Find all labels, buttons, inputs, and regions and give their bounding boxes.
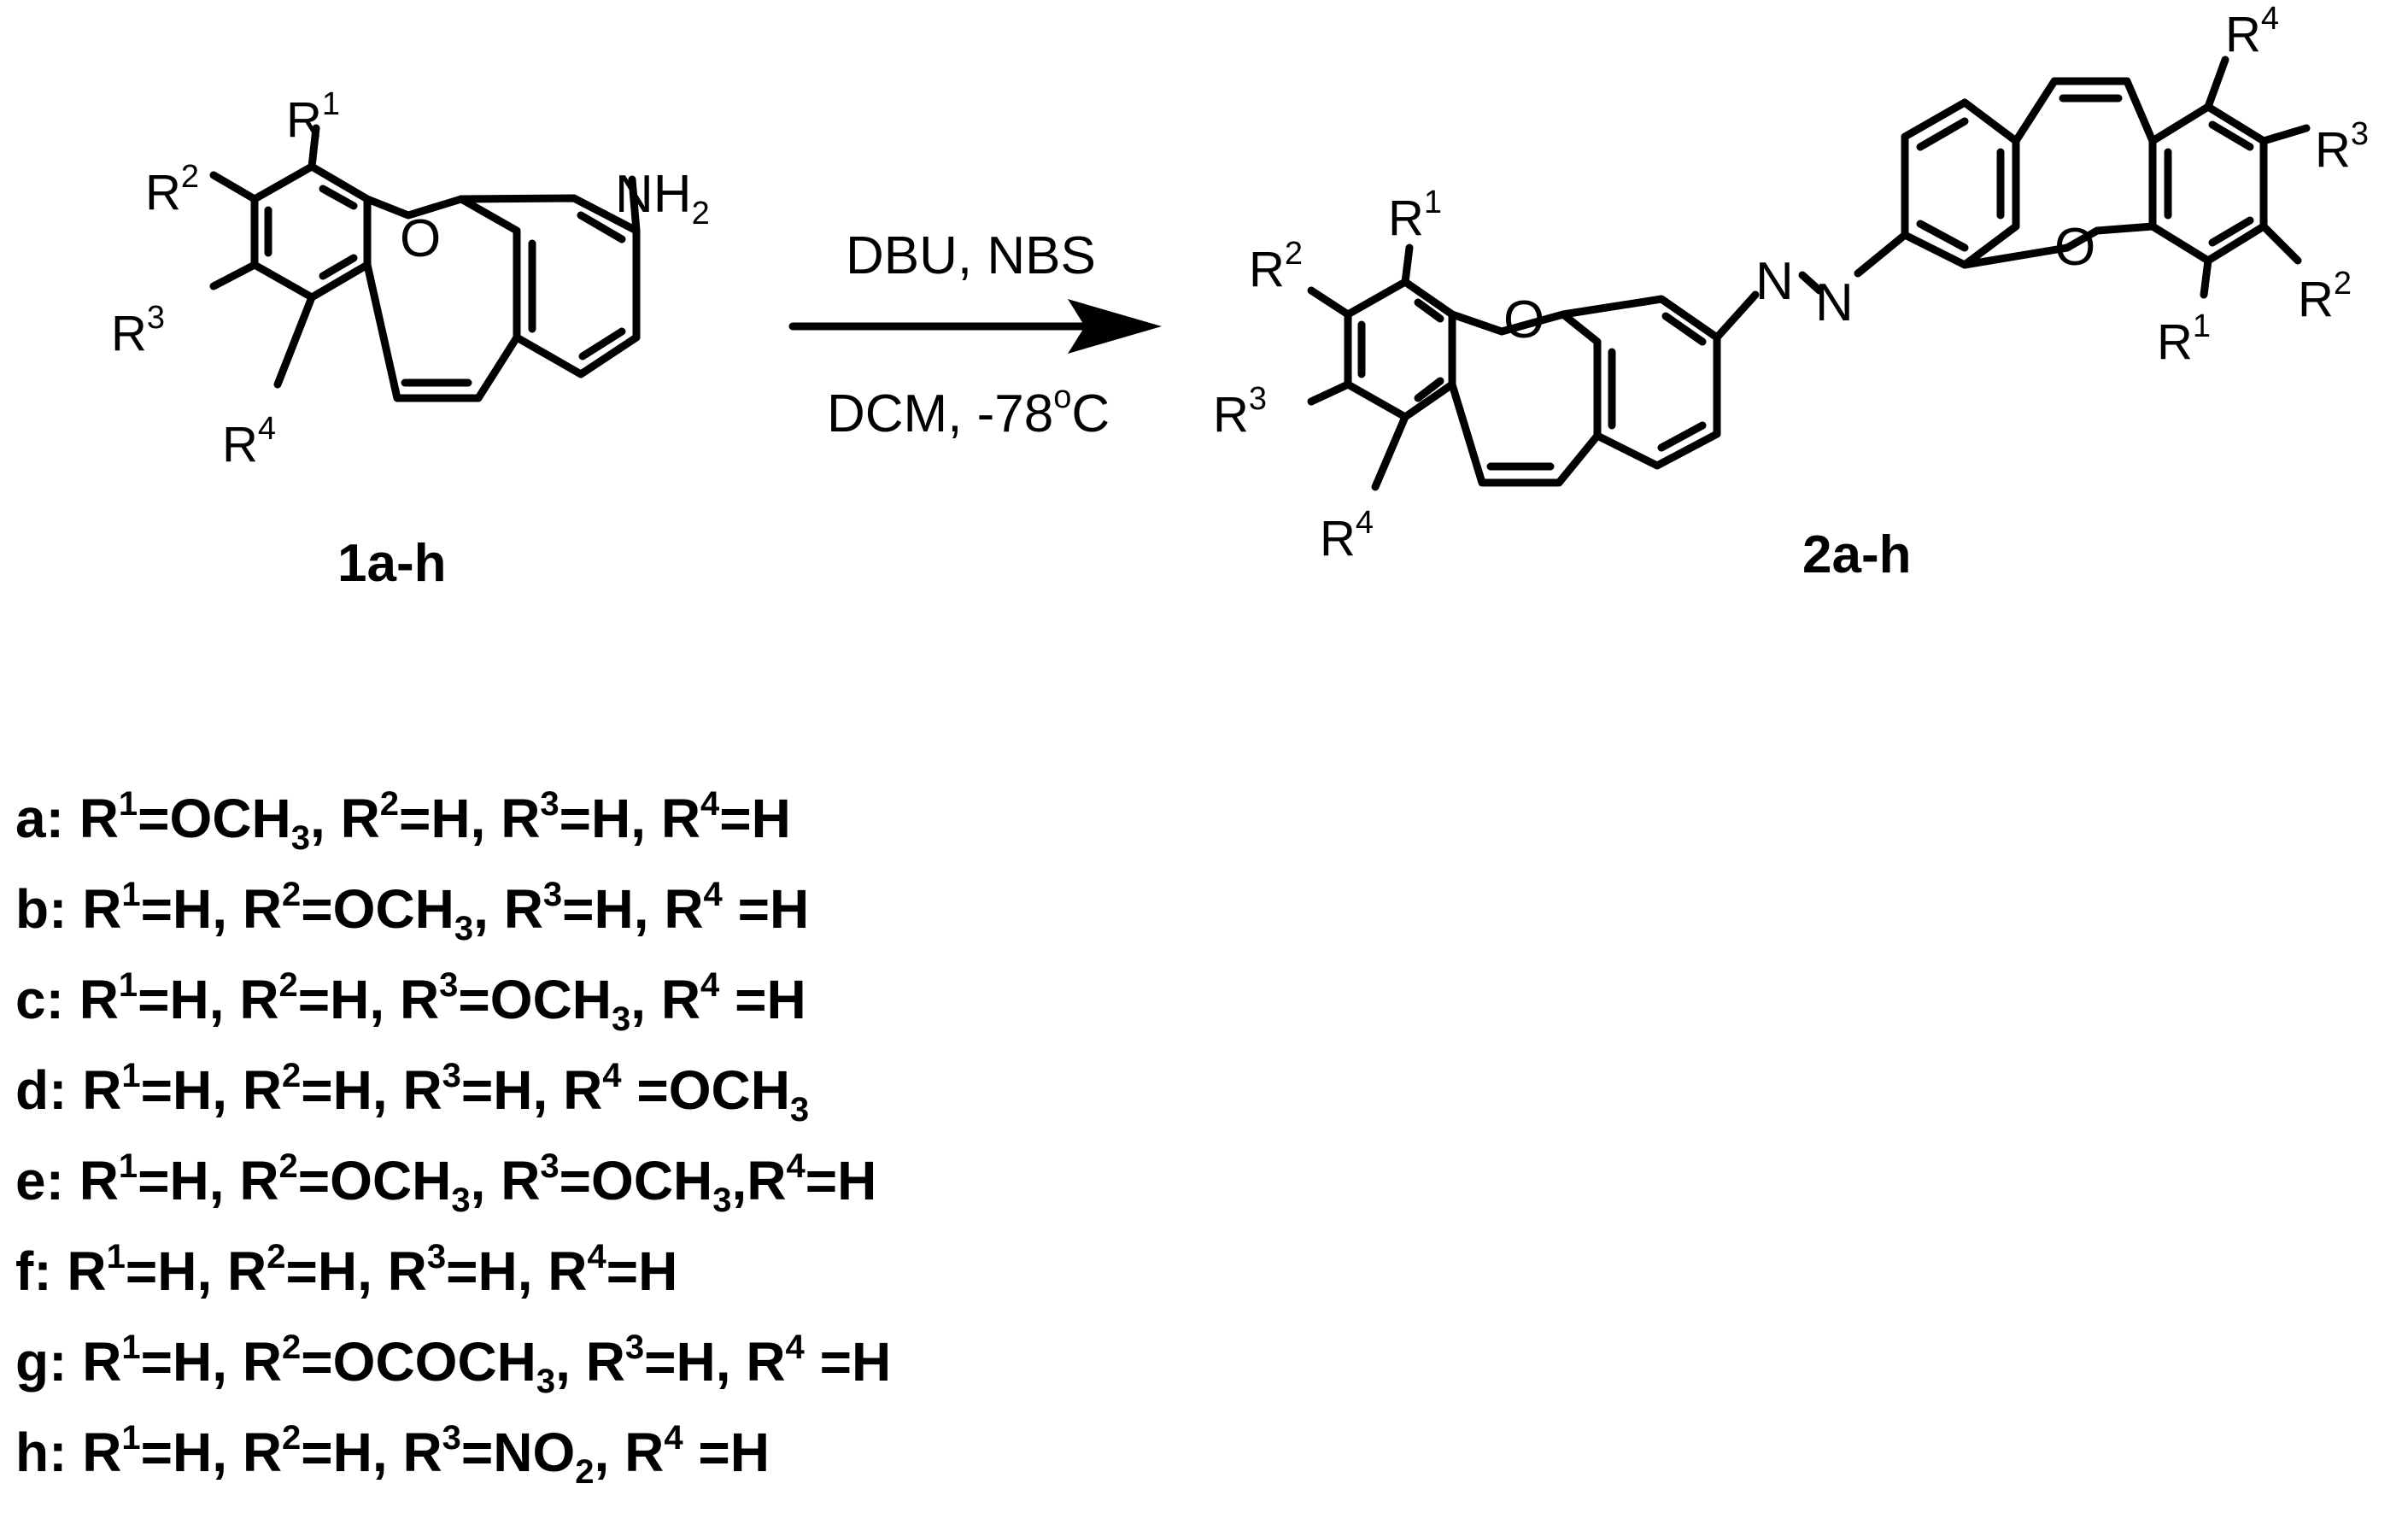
substituent-row-c: c: R1=H, R2=H, R3=OCH3, R4 =H — [15, 966, 806, 1038]
product-left-inner-double-3 — [1661, 312, 1707, 346]
product-right-r2-bond — [2259, 222, 2302, 265]
product-right-oxygen-atom: O — [2054, 218, 2095, 277]
product-left-r1-label: R1 — [1388, 185, 1442, 246]
start-r4-bond — [273, 293, 316, 389]
start-oxepine-bonds — [363, 195, 466, 220]
product-left-oxepine — [1448, 310, 1567, 336]
product-right-outer-double-2 — [2208, 120, 2254, 151]
product-left-r2-label: R2 — [1249, 236, 1303, 297]
product-right-vinyl — [2012, 77, 2157, 145]
product-left-ring-double-1 — [1414, 298, 1444, 323]
reagents-top: DBU, NBS — [846, 226, 1096, 285]
start-r3-bond — [209, 261, 259, 290]
start-amine-bond — [628, 175, 641, 235]
start-amine-label: NH2 — [615, 165, 710, 232]
start-compound-label: 1a-h — [337, 534, 446, 593]
product-left-r4-label: R4 — [1320, 505, 1374, 566]
start-r1-label: R1 — [286, 86, 340, 148]
product-left-inner-ring — [1559, 295, 1721, 470]
product-left-vinyl — [1448, 380, 1602, 487]
substituent-row-h: h: R1=H, R2=H, R3=NO2, R4 =H — [15, 1419, 770, 1491]
substituent-list: a: R1=OCH3, R2=H, R3=H, R4=H b: R1=H, R2… — [15, 773, 891, 1498]
azo-nitrogen-1: N — [1755, 252, 1794, 311]
substituent-row-a: a: R1=OCH3, R2=H, R3=H, R4=H — [15, 785, 791, 857]
start-r4-label: R4 — [222, 411, 276, 472]
product-right-r1-bond — [2200, 256, 2212, 299]
start-r3-label: R3 — [111, 300, 165, 361]
reaction-arrow-group: DBU, NBS DCM, -78oC — [788, 226, 1162, 443]
azo-double-bond — [1798, 271, 1824, 295]
azo-nitrogen-2: N — [1815, 273, 1854, 332]
product-right-r4-bond — [2204, 56, 2229, 111]
substituent-row-g: g: R1=H, R2=OCOCH3, R3=H, R4 =H — [15, 1328, 892, 1400]
product-right-r4-label: R4 — [2225, 1, 2279, 62]
azo-bond-left — [1713, 290, 1760, 342]
start-oxygen-atom: O — [400, 209, 441, 268]
product-right-outer-double-3 — [2208, 216, 2254, 247]
substituent-row-e: e: R1=H, R2=OCH3, R3=OCH3,R4=H — [15, 1147, 877, 1219]
product-left-r2-bond — [1307, 286, 1352, 319]
product-right-inner-double-1 — [1916, 117, 1969, 151]
azo-bond-right — [1854, 231, 1909, 278]
start-r2-bond — [209, 171, 259, 203]
reagents-bottom: DCM, -78oC — [827, 379, 1110, 443]
product-compound-label: 2a-h — [1802, 525, 1911, 584]
product-left-r3-label: R3 — [1213, 381, 1267, 443]
product-right-inner-double-3 — [1916, 220, 1969, 252]
starting-material-structure: O NH2 R1 R2 R3 R4 1a-h — [111, 86, 710, 593]
start-right-ring-double-3 — [577, 211, 626, 243]
start-vinyl-bonds — [363, 261, 521, 402]
reaction-arrow-head — [1068, 299, 1162, 354]
start-r1-bond — [308, 124, 320, 171]
product-structure: N N O O R1 R2 R3 R4 R4 R3 R2 R1 2a-h — [1213, 1, 2369, 584]
product-left-r4-bond — [1371, 413, 1409, 491]
start-right-ring — [457, 194, 641, 378]
substituent-row-f: f: R1=H, R2=H, R3=H, R4=H — [15, 1238, 678, 1302]
product-right-r3-label: R3 — [2315, 116, 2369, 178]
substituent-row-d: d: R1=H, R2=H, R3=H, R4 =OCH3 — [15, 1057, 810, 1129]
product-left-r1-bond — [1401, 243, 1414, 286]
product-left-r3-bond — [1307, 380, 1352, 406]
start-right-ring-double-2 — [578, 327, 626, 361]
product-left-ring-double-2 — [1414, 377, 1444, 402]
product-right-r3-bond — [2259, 124, 2311, 145]
start-left-ring-double-2 — [319, 254, 358, 280]
product-right-r1-label: R1 — [2157, 308, 2211, 370]
product-left-inner-double-2 — [1657, 421, 1707, 452]
product-left-oxygen-atom: O — [1503, 290, 1544, 349]
product-right-r2-label: R2 — [2298, 266, 2352, 327]
start-left-ring-double-1 — [319, 185, 358, 210]
substituent-row-b: b: R1=H, R2=OCH3, R3=H, R4 =H — [15, 876, 810, 947]
start-r2-label: R2 — [145, 159, 199, 220]
product-right-oxepine — [1960, 222, 2157, 269]
